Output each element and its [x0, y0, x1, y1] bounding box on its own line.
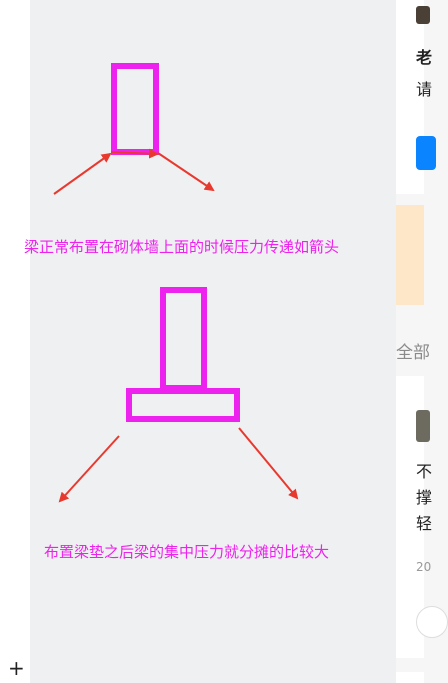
- promo-banner[interactable]: [396, 205, 424, 305]
- card-thumbnail: [416, 6, 430, 24]
- load-diagram: [53, 63, 299, 503]
- caption-top: 梁正常布置在砌体墙上面的时候压力传递如箭头: [24, 238, 340, 256]
- arrow-top-right: [157, 152, 215, 192]
- beam-rect-bottom: [160, 287, 207, 391]
- next-card[interactable]: [396, 672, 424, 683]
- answer-line-2: 撑: [416, 488, 433, 507]
- arrow-bottom-right: [238, 427, 299, 500]
- answer-meta: 20: [416, 560, 432, 574]
- beam-rect-top: [111, 63, 159, 155]
- arrow-bottom-left: [58, 435, 120, 503]
- answer-thumbnail: [416, 410, 430, 442]
- answer-line-3: 轻: [416, 514, 433, 533]
- add-button[interactable]: +: [8, 656, 25, 680]
- caption-bottom: 布置梁垫之后梁的集中压力就分摊的比较大: [44, 543, 330, 561]
- section-heading: 全部: [396, 343, 430, 363]
- left-sidebar: +: [0, 0, 30, 683]
- recommend-card-1[interactable]: 老 请: [396, 0, 436, 194]
- arrow-top-middle: [110, 148, 159, 159]
- card-title: 老: [416, 48, 433, 67]
- beam-pad-rect: [126, 388, 240, 422]
- card-text: 请: [416, 80, 433, 99]
- arrow-top-left: [53, 152, 112, 195]
- answer-line-1: 不: [416, 462, 433, 481]
- answer-card[interactable]: 不 撑 轻 20: [396, 376, 448, 658]
- article-figure: 梁正常布置在砌体墙上面的时候压力传递如箭头 布置梁垫之后梁的集中压力就分摊的比较…: [24, 0, 396, 683]
- answer-action-button[interactable]: [416, 606, 448, 638]
- card-action-button[interactable]: [416, 136, 436, 170]
